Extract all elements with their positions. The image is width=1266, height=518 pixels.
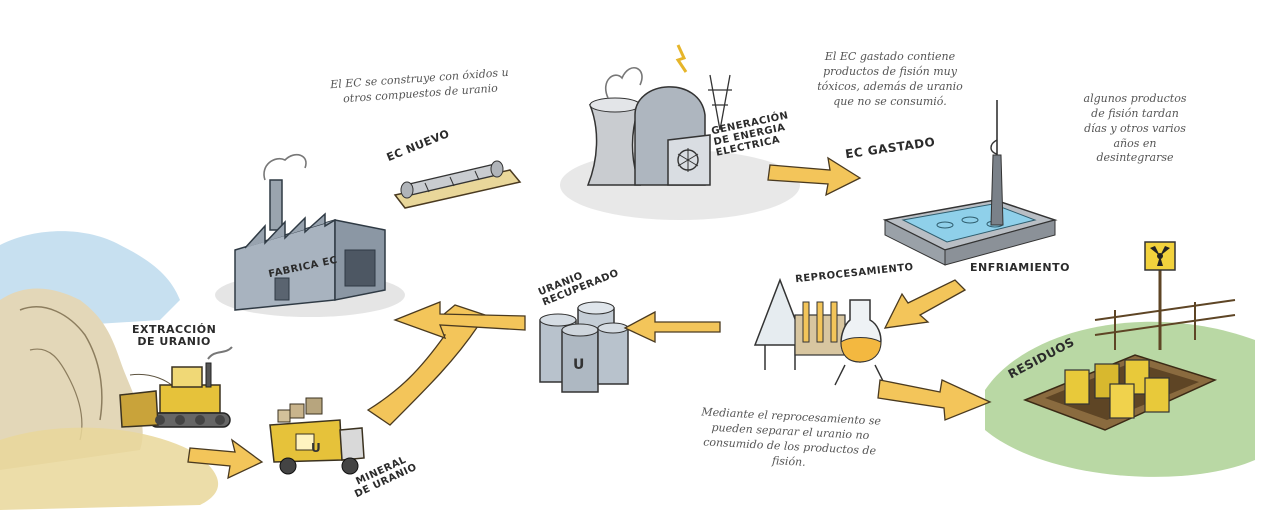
arrow-cooling-to-lab bbox=[883, 279, 967, 329]
arrow-plant-to-spent bbox=[767, 156, 862, 197]
arrow-lab-to-barrels bbox=[623, 310, 721, 344]
cooling-pool bbox=[882, 100, 1058, 266]
waste-site bbox=[985, 241, 1255, 477]
label-cooling: ENFRIAMIENTO bbox=[970, 261, 1070, 274]
new-fuel-assembly bbox=[393, 160, 522, 209]
arrow-mine-to-truck bbox=[187, 438, 264, 480]
bulldozer bbox=[119, 346, 233, 428]
dump-truck bbox=[269, 397, 365, 475]
cycle-arrows bbox=[187, 156, 992, 480]
arrow-lab-to-waste bbox=[877, 379, 992, 421]
power-plant bbox=[560, 44, 800, 220]
note-decay: algunos productos de fisión tardan días … bbox=[1083, 92, 1187, 165]
fuel-factory bbox=[215, 153, 405, 317]
truck-letter: U bbox=[311, 441, 322, 455]
note-spent: El EC gastado contiene productos de fisi… bbox=[817, 50, 963, 108]
recovered-uranium-barrels bbox=[539, 301, 629, 393]
label-extraction: EXTRACCIÓN DE URANIO bbox=[132, 323, 217, 349]
barrel-letter: U bbox=[573, 357, 585, 373]
arrow-barrels-to-factory bbox=[393, 301, 526, 340]
reprocessing-lab bbox=[753, 277, 886, 386]
mining-site bbox=[0, 231, 219, 510]
